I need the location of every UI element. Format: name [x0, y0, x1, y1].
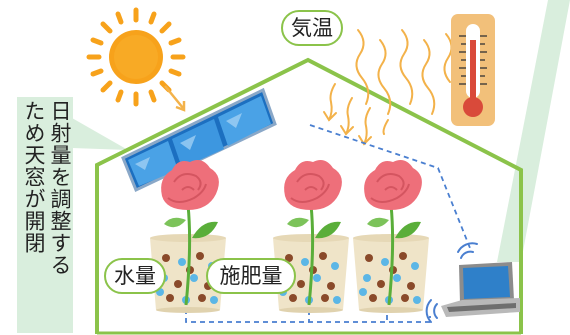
potted-rose	[273, 160, 349, 313]
water-label: 水量	[104, 258, 166, 294]
greenhouse-outline	[95, 57, 523, 334]
rose-icon	[284, 160, 342, 210]
fertilizer-label: 施肥量	[206, 258, 296, 294]
heat-wave-icon	[323, 29, 453, 146]
potted-rose	[353, 160, 429, 313]
callout-pointer	[72, 118, 128, 150]
callout-line-2: ため天窓が開閉	[17, 97, 49, 333]
sunlight-arrow	[164, 85, 186, 112]
rose-icon	[161, 160, 219, 210]
sun-icon	[86, 7, 186, 107]
skylight-icon	[121, 87, 277, 193]
callout-line-1: 日射量を調整する	[45, 97, 73, 333]
temperature-label: 気温	[281, 10, 343, 46]
thermometer-icon	[451, 14, 495, 126]
wifi-icon	[425, 242, 478, 323]
pot-group	[150, 160, 429, 313]
screen-beam	[497, 0, 570, 262]
laptop-icon	[441, 262, 520, 317]
rose-icon	[364, 160, 422, 210]
